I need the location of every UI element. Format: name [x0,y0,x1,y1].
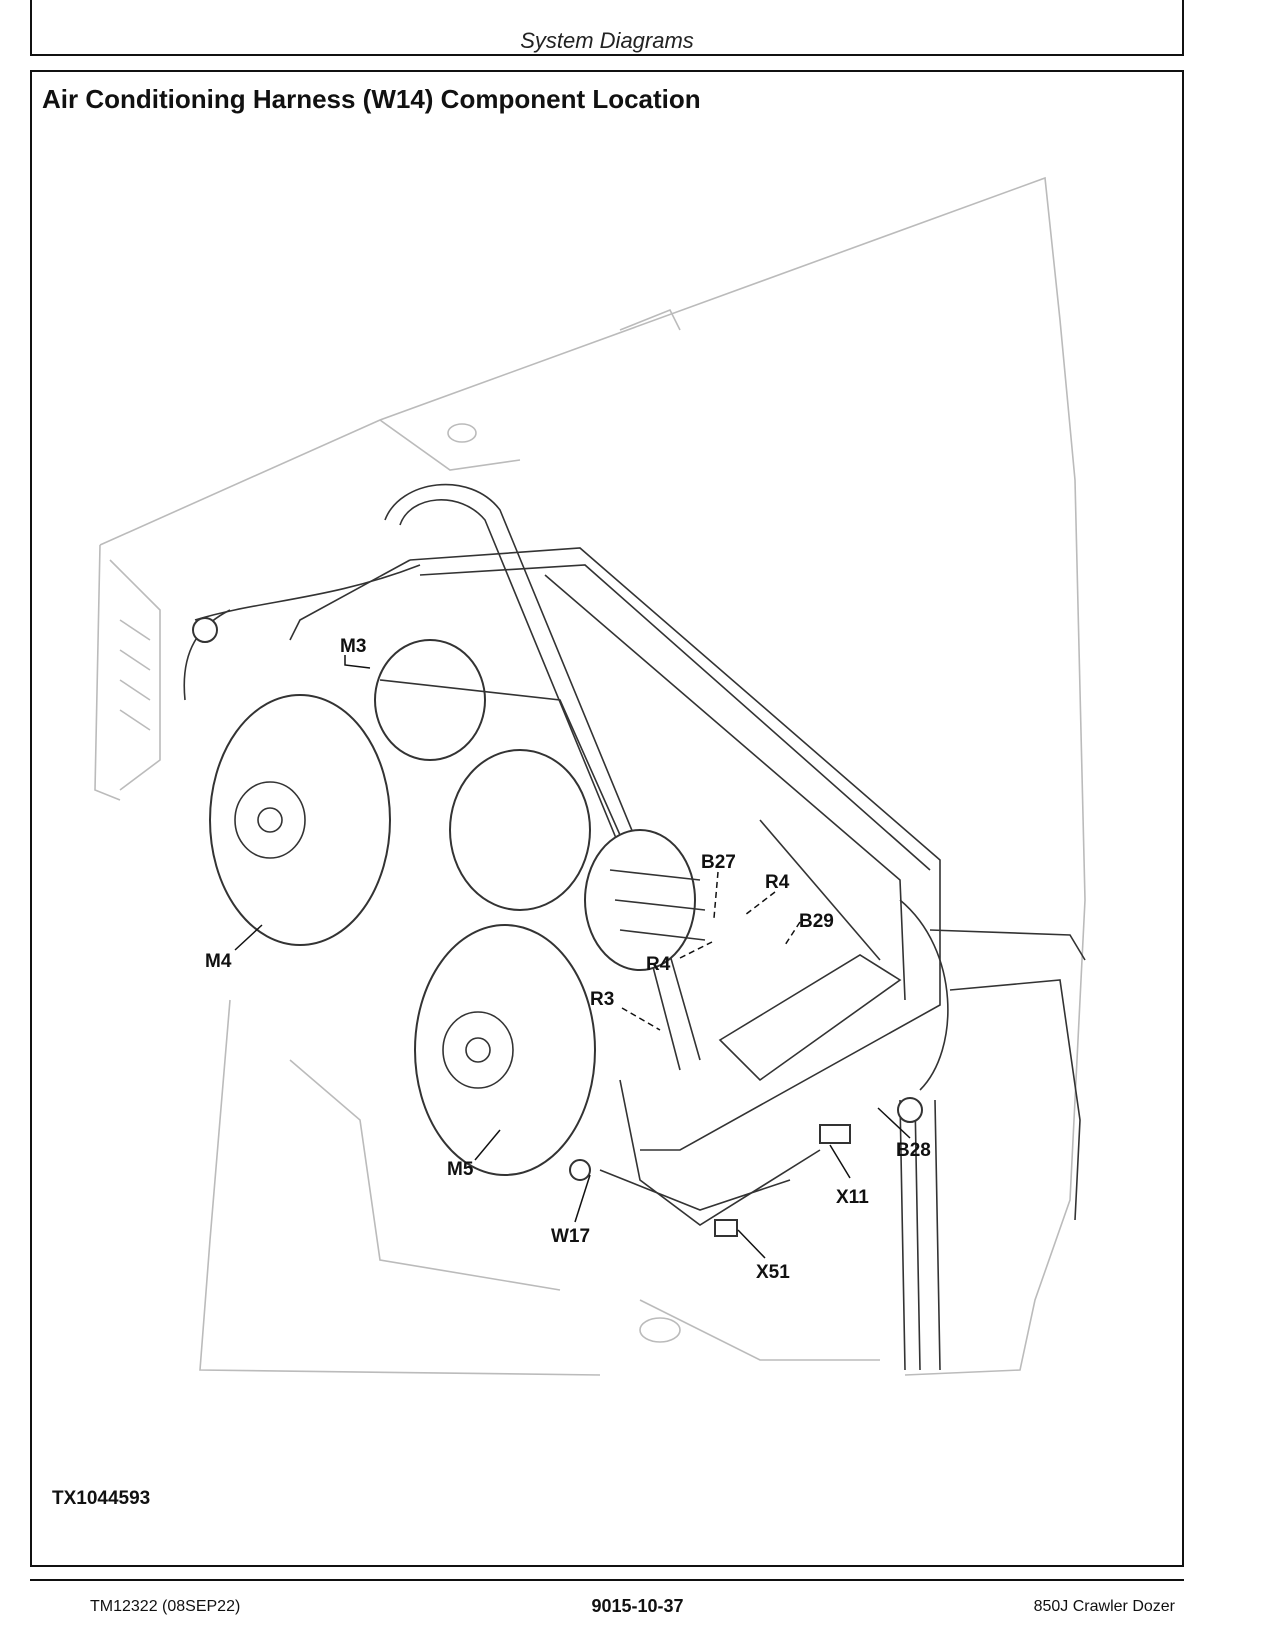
callout-x51: X51 [756,1262,790,1283]
footer-rule [30,1579,1184,1581]
leader-b28 [877,1107,911,1139]
callout-x11: X11 [836,1187,869,1208]
callout-b28: B28 [896,1140,931,1161]
leader-w17 [574,1174,591,1223]
footer-page-number: 9015-10-37 [591,1596,684,1616]
callout-b27: B27 [701,852,736,873]
callout-r4-left: R4 [646,954,671,975]
footer-manual-id: TM12322 (08SEP22) [90,1598,241,1615]
leader-m4 [234,924,263,951]
content-box [30,70,1184,1567]
callout-m4: M4 [205,951,232,972]
cab-outline [94,176,1086,1376]
leader-b29 [784,921,801,946]
leader-r4-left [679,941,713,959]
callout-r3: R3 [590,989,614,1010]
figure-id: TX1044593 [52,1488,151,1509]
callout-labels: M3 M4 M5 B27 R4 B29 R4 R3 B28 X11 W17 X5… [205,636,931,1283]
leader-m5 [474,1129,501,1161]
section-title: Air Conditioning Harness (W14) Component… [42,84,701,114]
callout-m5: M5 [447,1159,474,1180]
header-title: System Diagrams [520,28,694,53]
leader-b27 [713,871,719,919]
leader-m3 [344,655,371,669]
leader-r4-top [744,891,776,916]
header-box: System Diagrams [30,0,1184,56]
leader-x11 [829,1144,851,1179]
leader-x51 [737,1229,766,1259]
callout-r4-top: R4 [765,872,790,893]
leader-lines [234,655,911,1259]
callout-m3: M3 [340,636,366,657]
ac-unit [183,483,1086,1371]
callout-b29: B29 [799,911,834,932]
callout-w17: W17 [551,1226,590,1247]
component-location-diagram: M3 M4 M5 B27 R4 B29 R4 R3 B28 X11 W17 X5… [94,176,1086,1376]
leader-r3 [621,1007,661,1031]
footer-machine-name: 850J Crawler Dozer [1033,1598,1175,1615]
